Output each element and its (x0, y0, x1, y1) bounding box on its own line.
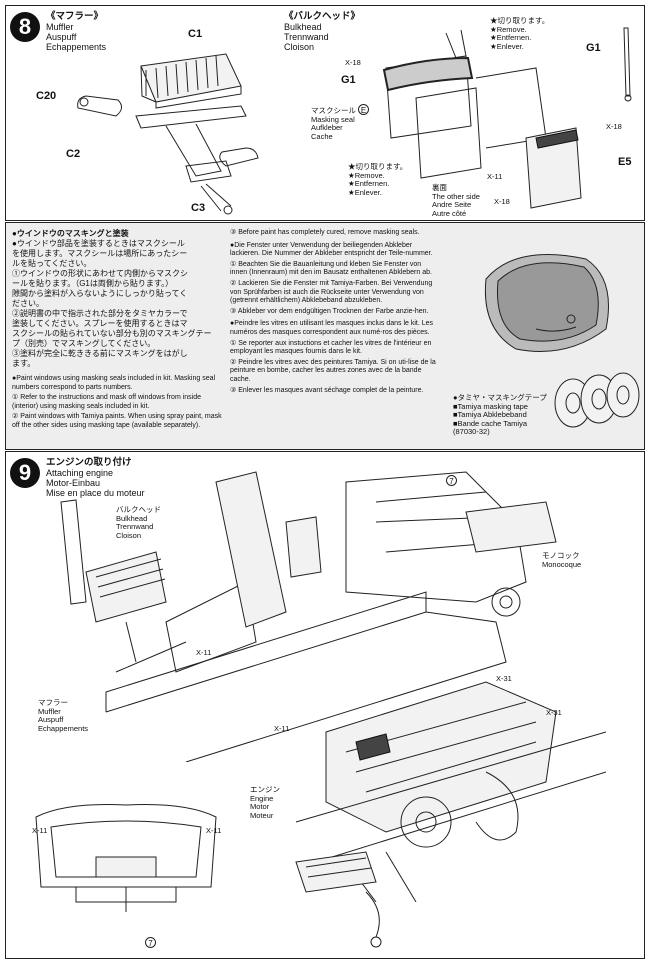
de-line: ① Beachten Sie die Bauanleitung und kleb… (230, 260, 432, 277)
engine-label: エンジン Engine Motor Moteur (250, 785, 280, 820)
masking-en-lines: ●Paint windows using masking seals inclu… (12, 375, 226, 431)
step-8-panel: 8 《マフラー》 Muffler Auspuff Echappements 《バ… (5, 5, 645, 221)
masking-seal-label: マスクシール E Masking seal Aufkleber Cache (311, 104, 370, 141)
marker-7-top: 7 (446, 475, 457, 486)
g1-part-drawing (623, 27, 632, 102)
fr-line: ① Se reporter aux instuctions et cacher … (230, 339, 432, 356)
en-line: ●Paint windows using masking seals inclu… (12, 375, 216, 391)
bulkhead-title: 《バルクヘッド》 Bulkhead Trennwand Cloison (284, 11, 361, 53)
xtag-x18-a: X-18 (345, 58, 361, 67)
step-9-badge: 9 (10, 458, 40, 488)
jp_lines-line: プ（別売）でマスキングしてください。 (12, 339, 156, 348)
step-8-badge: 8 (10, 12, 40, 42)
other-side-label: 裏面 The other side Andre Seite Autre côté (432, 183, 480, 218)
part-g1-left: G1 (341, 74, 356, 86)
jp_lines-line: ールを貼ります。（G1は両側から貼ります。） (12, 279, 174, 288)
masking-fr-lines: ●Peindre les vitres en utilisant les mas… (230, 320, 438, 395)
part-c20: C20 (36, 90, 57, 102)
de-line: ③ Abkleber vor dem endgültigen Trocknen … (230, 307, 429, 315)
masking-col-jp: ●ウインドウのマスキングと塗装 ●ウインドウ部品を塗装するときはマスクシールを使… (12, 229, 226, 433)
jp_lines-line: ③塗料が完全に乾ききる前にマスキングをはがし (12, 349, 188, 358)
jp_lines-line: ●ウインドウ部品を塗装するときはマスクシール (12, 239, 185, 248)
marker-e: E (358, 104, 370, 115)
jp_lines-line: スクシールの貼られていない部分も別のマスキングテー (12, 329, 212, 338)
jp_lines-line: ②説明書の中で指示された部分をタミヤカラーで (12, 309, 188, 318)
masked-window-drawing (484, 254, 609, 352)
part-c3: C3 (191, 202, 206, 214)
masking-jp-lines: ●ウインドウ部品を塗装するときはマスクシールを使用します。マスクシールは場所にあ… (12, 239, 226, 369)
muffler-exhaust-drawing (295, 851, 382, 948)
xtag-x18-b: X-18 (606, 122, 622, 131)
muffler-title: 《マフラー》 Muffler Auspuff Echappements (46, 11, 107, 53)
part-e5: E5 (618, 156, 632, 168)
xtag-x11: X-11 (487, 172, 503, 181)
jp_lines-line: ださい。 (12, 299, 44, 308)
bulkhead-label: バルクヘッド Bulkhead Trennwand Cloison (116, 505, 161, 540)
en-line: ① Refer to the instructions and mask off… (12, 394, 202, 410)
muffler-drawing (77, 53, 259, 215)
xtag-x31-a: X-31 (496, 674, 512, 683)
xtag-x18-c: X-18 (494, 197, 510, 206)
jp_lines-line: ①ウインドウの形状にあわせて内側からマスクシ (12, 269, 188, 278)
masking-panel: ●ウインドウのマスキングと塗装 ●ウインドウ部品を塗装するときはマスクシールを使… (5, 222, 645, 450)
marker-7-bottom: 7 (145, 937, 156, 948)
jp_lines-line: 隙間から塗料が入らないようにしっかり貼ってく (12, 289, 188, 298)
de-line: ② Lackieren Sie die Fenster mit Tamiya-F… (230, 279, 433, 305)
fr-line: ③ Enlever les masques avant séchage comp… (230, 386, 424, 394)
remove-note-top: ★切り取ります。 ★Remove. ★Entfernen. ★Enlever. (490, 16, 550, 51)
remove-note-bottom: ★切り取ります。 ★Remove. ★Entfernen. ★Enlever. (348, 162, 408, 197)
de-line: ●Die Fenster unter Verwendung der beilie… (230, 241, 433, 258)
jp_lines-line: 塗装してください。スプレーを使用するときはマ (12, 319, 188, 328)
part-g1-right: G1 (586, 42, 601, 54)
rear-view-inset (35, 804, 217, 912)
jp_lines-line: を使用します。マスクシールは場所にあったシー (12, 249, 188, 258)
part-c2: C2 (66, 148, 81, 160)
masking-col-de-fr: ③ Before paint has completely cured, rem… (230, 229, 438, 397)
xtag-x11-b: X-11 (274, 724, 290, 733)
monocoque-label: モノコック Monocoque (542, 551, 582, 569)
step-9-title: エンジンの取り付け Attaching engine Motor-Einbau … (46, 457, 145, 499)
xtag-x11-d: X-11 (206, 826, 222, 835)
fr-line: ●Peindre les vitres en utilisant les mas… (230, 320, 434, 336)
bulkhead-drawing (382, 29, 582, 209)
fr-line: ② Peindre les vitres avec des peintures … (230, 358, 436, 383)
muffler-label: マフラー Muffler Auspuff Echappements (38, 698, 89, 733)
masking-tape-label: ●タミヤ・マスキングテープ ■Tamiya masking tape ■Tami… (453, 393, 547, 436)
xtag-x11-a: X-11 (196, 648, 212, 657)
engine-drawing (295, 681, 606, 902)
step-9-panel: 9 エンジンの取り付け Attaching engine Motor-Einba… (5, 451, 645, 959)
masking-de-lines: ●Die Fenster unter Verwendung der beilie… (230, 242, 438, 317)
xtag-x31-b: X-31 (546, 708, 562, 717)
xtag-x11-c: X-11 (32, 826, 48, 835)
chassis-drawing (60, 471, 557, 762)
part-c1: C1 (188, 28, 203, 40)
masking-heading: ●ウインドウのマスキングと塗装 (12, 229, 129, 238)
en-line: ② Paint windows with Tamiya paints. When… (12, 413, 222, 429)
masking-en-step3: ③ Before paint has completely cured, rem… (230, 229, 420, 236)
masking-tape-drawing (554, 372, 640, 428)
jp_lines-line: ます。 (12, 359, 36, 368)
jp_lines-line: ルを貼ってください。 (12, 259, 92, 268)
